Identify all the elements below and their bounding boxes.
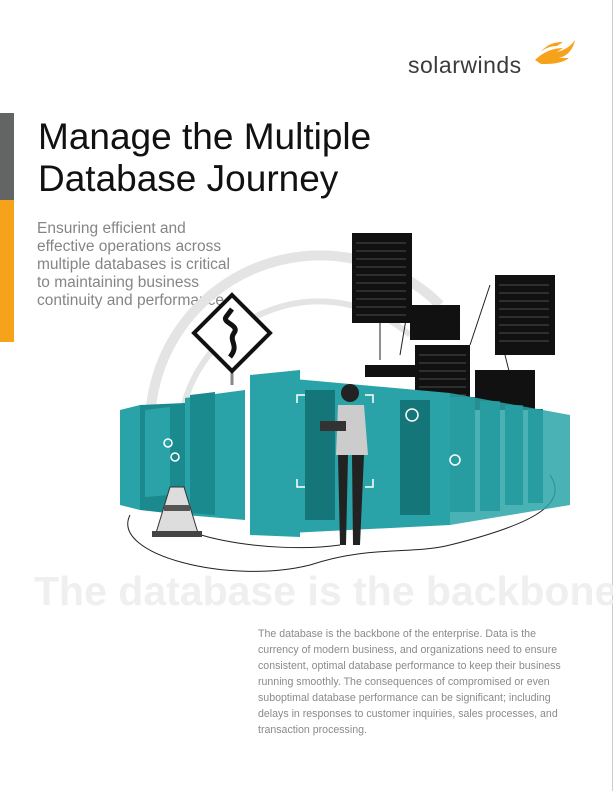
section-heading-watermark: The database is the backbone <box>34 568 613 614</box>
person-with-laptop-icon <box>320 384 368 545</box>
solarwinds-logo: solarwinds <box>408 38 578 80</box>
title-line-2: Database Journey <box>38 158 339 199</box>
accent-bar-gray <box>0 113 14 200</box>
logo-flame-icon <box>535 40 575 64</box>
logo-wordmark: solarwinds <box>408 52 522 78</box>
subtitle: Ensuring efficient and effective operati… <box>37 220 230 309</box>
winding-road-sign-icon <box>191 292 273 385</box>
title-line-1: Manage the Multiple <box>38 116 372 157</box>
traffic-cone-icon <box>152 486 202 537</box>
accent-bar-orange <box>0 200 14 342</box>
body-paragraph: The database is the backbone of the ente… <box>258 628 561 736</box>
datacenter-illustration <box>120 233 570 572</box>
